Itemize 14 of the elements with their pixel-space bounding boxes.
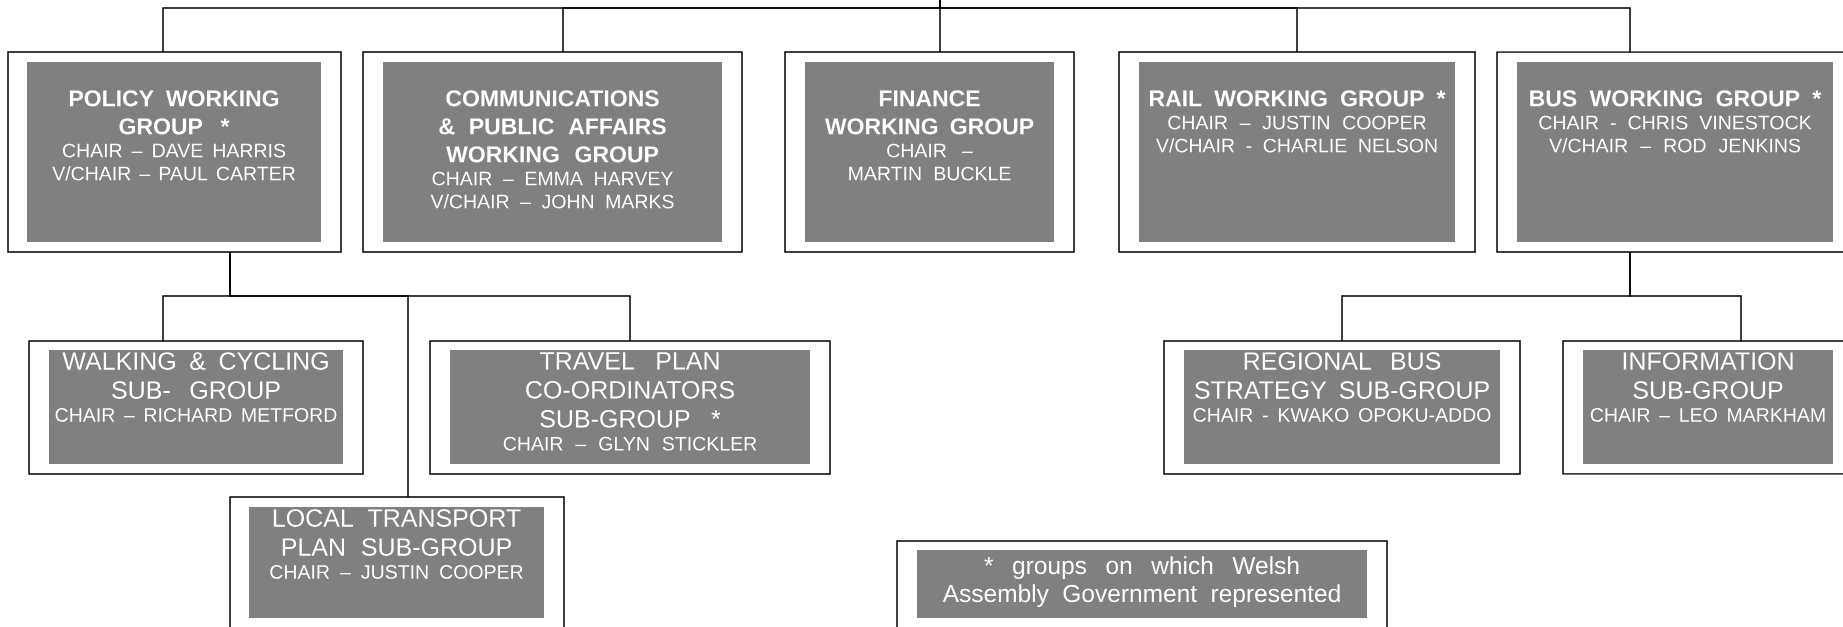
sub-group-box: REGIONAL BUS STRATEGY SUB-GROUP CHAIR - KWAKO OPOKU-ADDO <box>1163 340 1521 475</box>
sub-group-box: WALKING & CYCLING SUB- GROUP CHAIR – RICHARD METFORD <box>28 340 364 475</box>
working-group-box: BUS WORKING GROUP * CHAIR - CHRIS VINESTOCK V/CHAIR – ROD JENKINS <box>1496 51 1843 253</box>
sub-group-box: TRAVEL PLAN CO-ORDINATORS SUB-GROUP * CHAIR – GLYN STICKLER <box>429 340 831 475</box>
sub-group-box: INFORMATION SUB-GROUP CHAIR – LEO MARKHAM <box>1562 340 1843 475</box>
working-group-box: FINANCE WORKING GROUP CHAIR – MARTIN BUCKLE <box>784 51 1075 253</box>
connector-line <box>939 0 1631 53</box>
working-group-box: COMMUNICATIONS & PUBLIC AFFAIRS WORKING GROUP CHAIR – EMMA HARVEY V/CHAIR – JOHN MARKS <box>362 51 743 253</box>
connector-line <box>229 251 409 498</box>
connector-line <box>1629 251 1742 342</box>
working-group-box: POLICY WORKING GROUP * CHAIR – DAVE HARRIS V/CHAIR – PAUL CARTER <box>7 51 342 253</box>
note-box: * groups on which Welsh Assembly Government represented <box>896 540 1388 627</box>
sub-group-box: LOCAL TRANSPORT PLAN SUB-GROUP CHAIR – JUSTIN COOPER <box>229 496 565 627</box>
working-group-box: RAIL WORKING GROUP * CHAIR – JUSTIN COOPER V/CHAIR - CHARLIE NELSON <box>1118 51 1476 253</box>
